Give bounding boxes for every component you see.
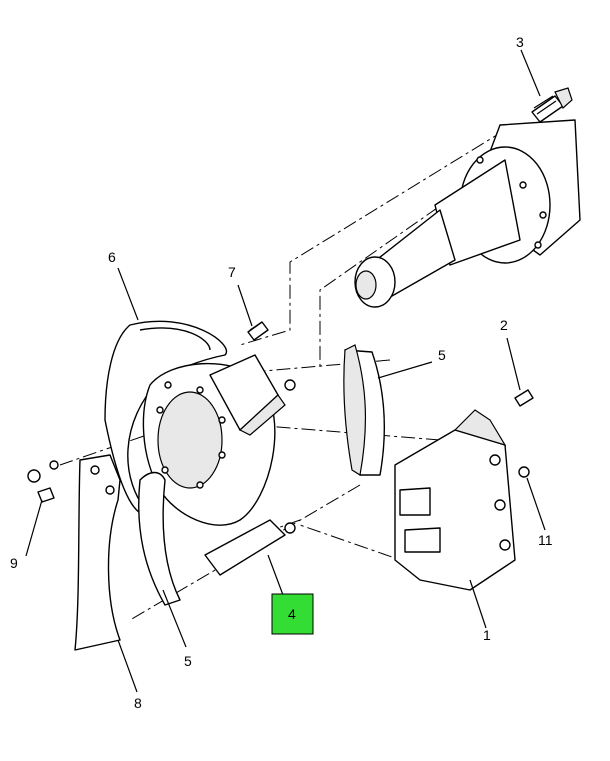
highlight-box[interactable] [271,593,314,635]
leader-lines [25,49,546,693]
callout-9: 9 [10,555,18,571]
callout-11: 11 [538,532,553,548]
bleeder-part-11 [518,466,530,478]
brake-pad-lower-part-5 [138,471,181,606]
highlight-part-4[interactable]: 4 [271,593,314,635]
callout-6: 6 [108,249,116,265]
callout-1: 1 [483,627,491,643]
caliper-part-1 [394,409,516,591]
callout-3: 3 [516,34,524,50]
brake-pad-upper-part-5 [343,344,386,476]
bolt-part-3 [531,87,573,123]
torque-plate [142,354,296,576]
callout-7: 7 [228,264,236,280]
dust-shield-part-6 [104,320,228,516]
callout-2: 2 [500,317,508,333]
callout-5-lower: 5 [184,653,192,669]
bolt-part-2 [514,389,534,407]
callout-4: 4 [288,606,296,622]
spindle-hub [354,119,581,308]
anchor-bracket-part-8 [74,454,121,651]
callout-5-upper: 5 [438,347,446,363]
callout-8: 8 [134,695,142,711]
bolt-part-7 [247,321,269,341]
bolt-nut-part-9 [27,460,59,503]
